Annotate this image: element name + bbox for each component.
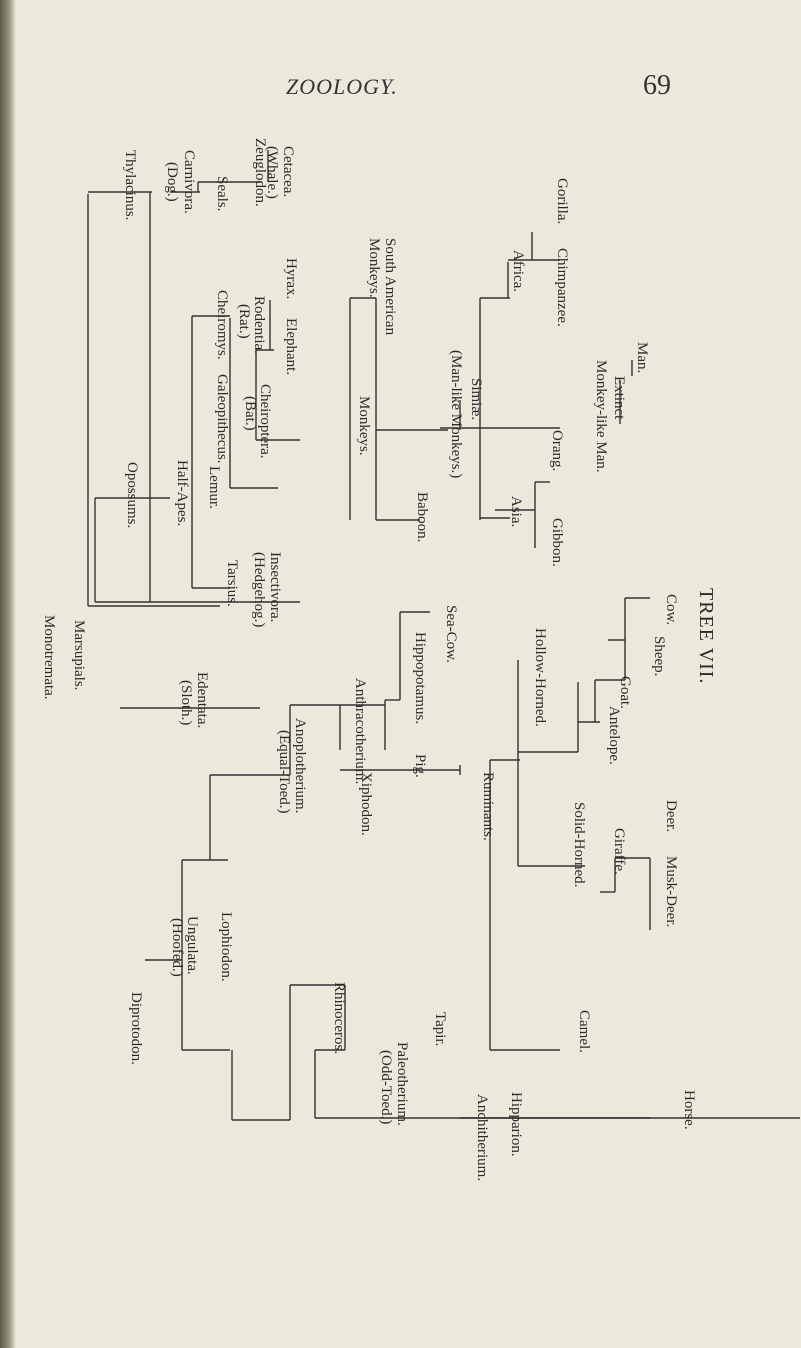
label-rhinoceros: Rhinoceros. — [331, 982, 347, 1054]
label-musk-deer: Musk-Deer. — [663, 856, 679, 927]
label-odd-toed: (Odd-Toed.) — [378, 1050, 394, 1124]
figure-title: TREE VII. — [695, 588, 717, 684]
label-carnivora: Carnivora. — [181, 150, 197, 214]
running-title: ZOOLOGY. — [286, 74, 398, 99]
label-diprotodon: Diprotodon. — [128, 992, 144, 1065]
label-sea-cow: Sea-Cow. — [443, 605, 459, 663]
label-south-american: South American — [382, 238, 398, 336]
label-sloth: (Sloth.) — [178, 680, 194, 725]
label-monkeys: Monkeys. — [356, 396, 372, 456]
label-horse: Horse. — [681, 1090, 697, 1130]
label-hoofed: (Hoofed.) — [169, 918, 185, 977]
label-cetacea: Cetacea. — [280, 146, 296, 197]
label-half-apes: Half-Apes. — [174, 460, 190, 526]
label-monkeys-sa: Monkeys. — [366, 238, 382, 298]
label-giraffe: Giraffe. — [611, 828, 627, 875]
label-seals: Seals. — [214, 176, 230, 211]
label-monotremata: Monotremata. — [41, 615, 57, 700]
label-hollow-horned: Hollow-Horned. — [532, 628, 548, 727]
label-marsupials: Marsupials. — [71, 620, 87, 690]
tree-branches — [87, 150, 800, 1121]
label-thylacinus: Thylacinus. — [122, 150, 138, 220]
label-hipparion: Hipparion. — [508, 1092, 524, 1157]
label-extinct: Extinct — [611, 376, 627, 420]
label-edentata: Edentata. — [194, 672, 210, 728]
label-deer: Deer. — [663, 800, 679, 832]
label-anoplotherium: Anoplotherium. — [292, 718, 308, 813]
label-orang: Orang. — [549, 430, 565, 471]
label-ungulata: Ungulata. — [184, 916, 200, 975]
label-camel: Camel. — [576, 1010, 592, 1053]
page-number: 69 — [643, 70, 671, 101]
label-man: Man. — [634, 342, 650, 373]
label-cheiromys: Cheiromys. — [214, 290, 230, 360]
label-xiphodon: Xiphodon. — [358, 772, 374, 836]
label-baboon: Baboon. — [414, 492, 430, 542]
label-bat: (Bat.) — [242, 396, 258, 431]
label-africa: Africa. — [510, 250, 526, 292]
label-gorilla: Gorilla. — [554, 178, 570, 224]
label-lemur: Lemur. — [206, 466, 222, 509]
page-binding-edge — [0, 0, 16, 1348]
label-simiae: Simiæ. — [468, 378, 484, 420]
tree-labels: TREE VII. Man. Extinct Monkey-like Man. … — [41, 138, 717, 1181]
label-lophiodon: Lophiodon. — [218, 912, 234, 982]
label-ruminants: Ruminants. — [480, 772, 496, 841]
label-cow: Cow. — [663, 594, 679, 625]
label-equal-toed: (Equal-Toed.) — [276, 730, 292, 814]
label-hippopotamus: Hippopotamus. — [412, 632, 428, 724]
label-hedgehog: (Hedgehog.) — [251, 552, 267, 627]
label-sheep: Sheep. — [651, 636, 667, 676]
label-galeopithecus: Galeopithecus. — [214, 374, 230, 464]
label-monkey-like-man: Monkey-like Man. — [593, 360, 609, 472]
label-dog: (Dog.) — [164, 162, 180, 202]
label-gibbon: Gibbon. — [549, 518, 565, 567]
label-anchitherium: Anchitherium. — [474, 1094, 490, 1181]
label-tapir: Tapir. — [432, 1012, 448, 1046]
label-hyrax: Hyrax. — [283, 258, 299, 299]
label-cheiroptera: Cheiroptera. — [257, 384, 273, 459]
label-anthracotherium: Anthracotherium. — [352, 678, 368, 784]
label-rat: (Rat.) — [236, 304, 252, 339]
label-tarsius: Tarsius. — [224, 560, 240, 607]
label-chimpanzee: Chimpanzee. — [554, 248, 570, 327]
label-whale: (Whale.) — [264, 146, 280, 199]
label-solid-horned: Solid-Horned. — [571, 802, 587, 887]
label-elephant: Elephant. — [283, 318, 299, 375]
label-goat: Goat. — [617, 676, 633, 709]
label-insectivora: Insectivora. — [267, 552, 283, 622]
label-paleotherium: Paleotherium. — [394, 1042, 410, 1126]
label-antelope: Antelope. — [606, 706, 622, 765]
label-opossums: Opossums. — [124, 462, 140, 528]
label-asia: Asia. — [508, 496, 524, 527]
label-zeuglodon: Zeuglodon. — [252, 138, 268, 207]
label-pig: Pig. — [412, 754, 428, 778]
label-man-like-monkeys: (Man-like Monkeys.) — [448, 350, 464, 478]
label-rodentia: Rodentia. — [251, 296, 267, 354]
